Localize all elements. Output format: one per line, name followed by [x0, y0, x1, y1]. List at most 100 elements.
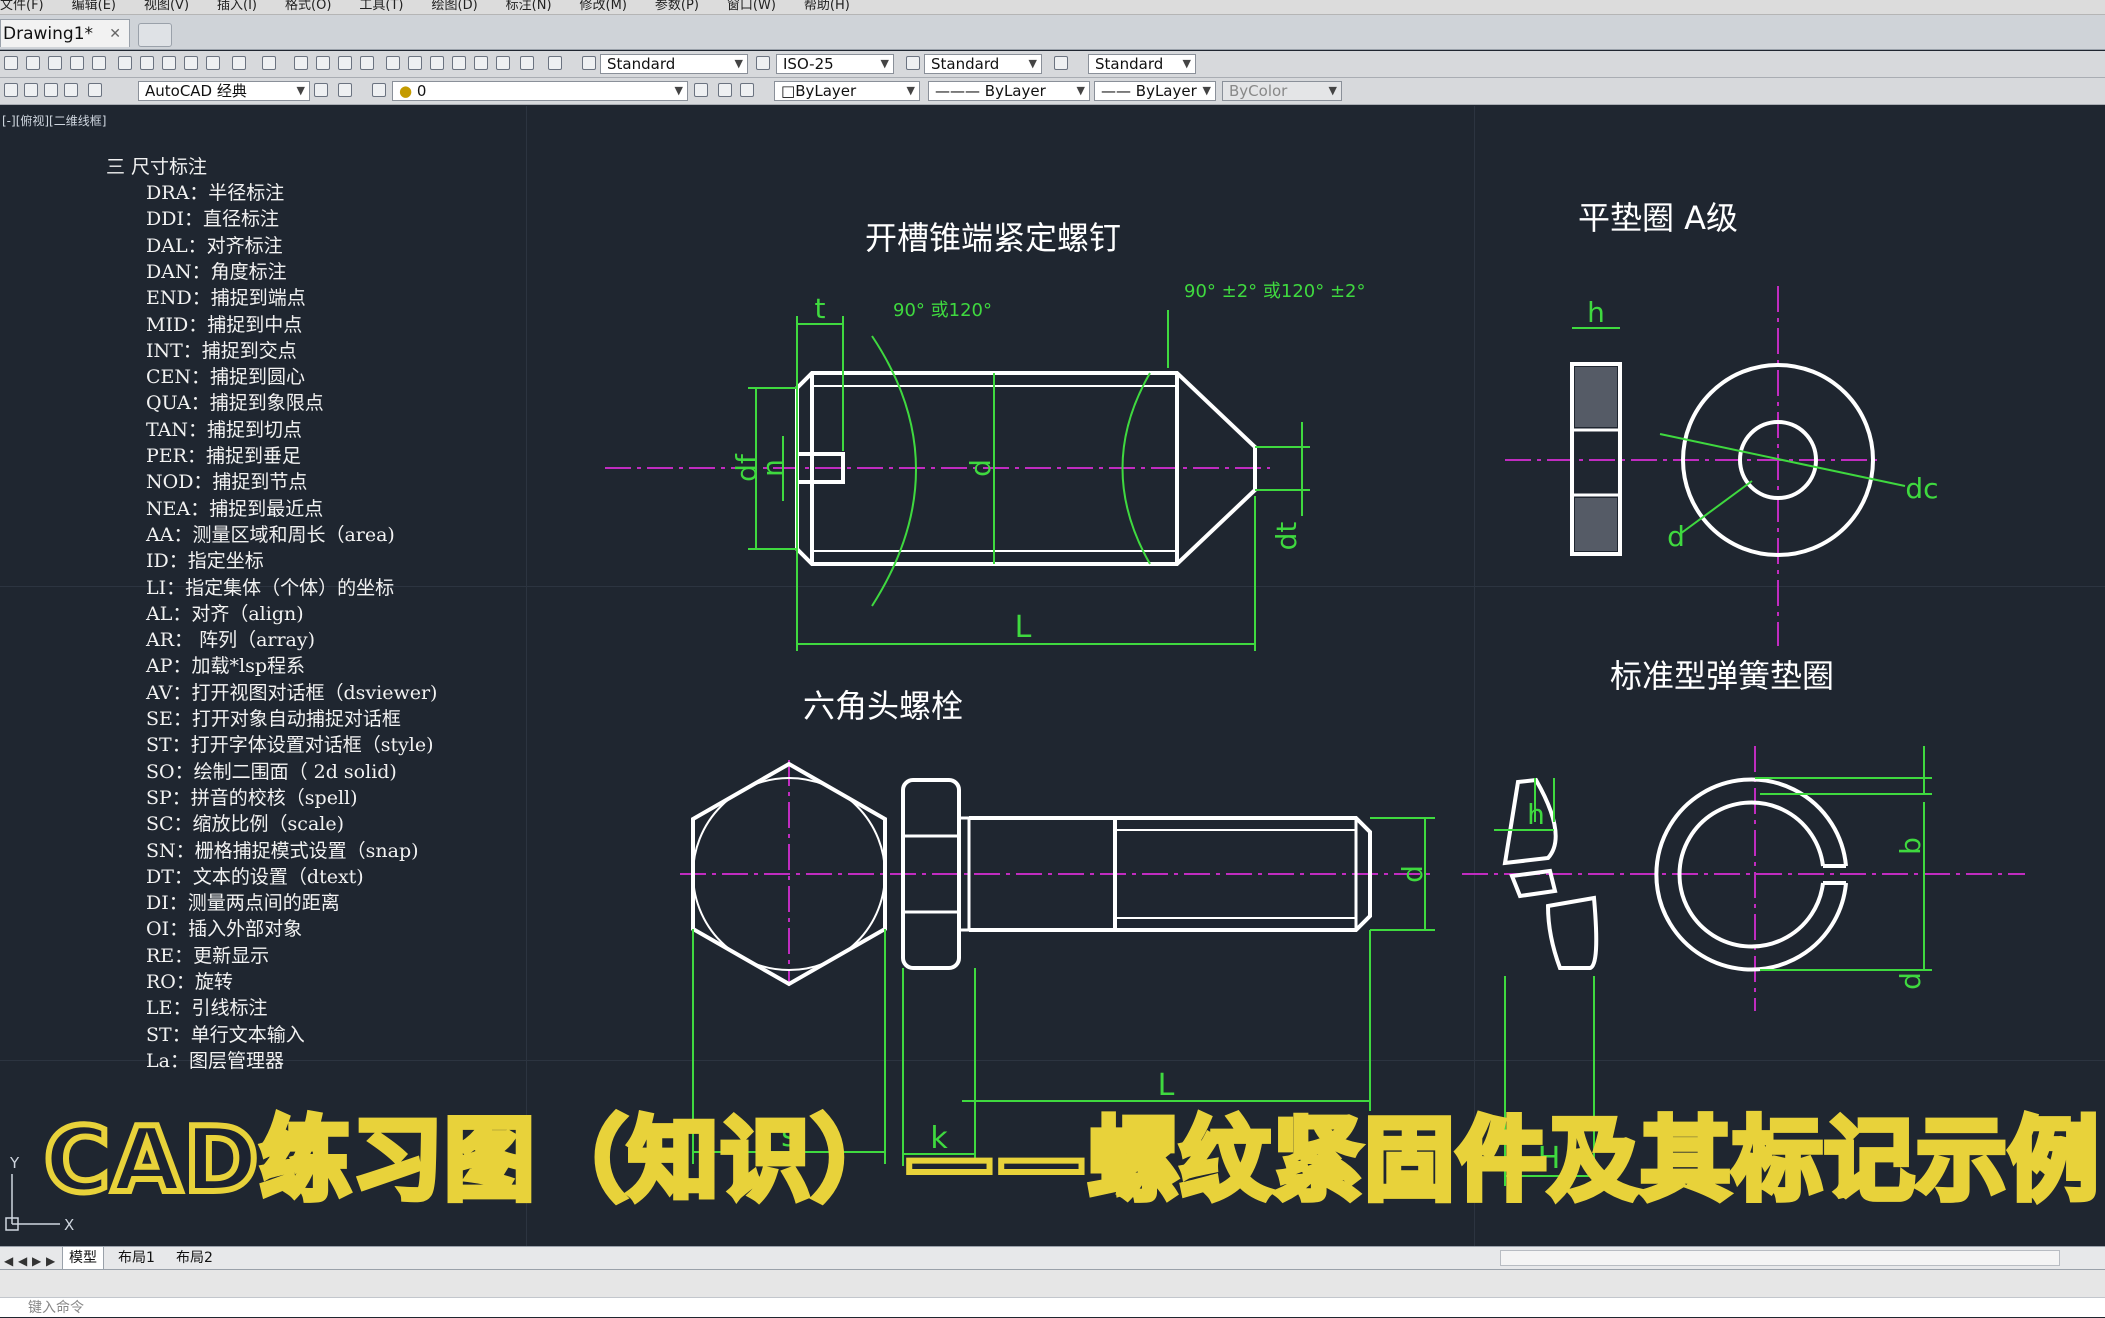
grid-line: [0, 1060, 2105, 1061]
angle-tolerance-label: 90° ±2° 或120° ±2°: [1184, 281, 1366, 302]
make-current-icon[interactable]: [694, 83, 708, 97]
text-style-select[interactable]: Standard▼: [600, 54, 748, 74]
layer-state-icon[interactable]: [740, 83, 754, 97]
horizontal-scrollbar[interactable]: [1500, 1250, 2060, 1266]
print-icon[interactable]: [26, 56, 40, 70]
list-item: CEN：捕捉到圆心: [146, 366, 306, 389]
ws-lock-icon[interactable]: [64, 83, 78, 97]
menu-window[interactable]: 窗口(W): [726, 0, 776, 13]
list-item: DI：测量两点间的距离: [146, 892, 340, 915]
last-tab-icon[interactable]: ▶: [46, 1254, 56, 1268]
drawing-viewport[interactable]: [-][俯视][二维线框] 三 尺寸标注 DRA：半径标注 DDI：直径标注 D…: [0, 106, 2105, 1246]
next-tab-icon[interactable]: ▶: [32, 1254, 42, 1268]
menu-insert[interactable]: 插入(I): [217, 0, 258, 13]
copy-icon[interactable]: [140, 56, 154, 70]
zoom-window-icon[interactable]: [338, 56, 352, 70]
properties-icon[interactable]: [386, 56, 400, 70]
list-item: NEA：捕捉到最近点: [146, 497, 324, 520]
undo-icon[interactable]: [232, 56, 246, 70]
list-item: NOD：捕捉到节点: [146, 471, 308, 494]
list-item: ST：打开字体设置对话框（style): [146, 734, 434, 757]
hatch-fill: [1575, 367, 1617, 427]
cut-icon[interactable]: [118, 56, 132, 70]
publish-icon[interactable]: [70, 56, 84, 70]
lineweight-select[interactable]: —— ByLayer▼: [1094, 81, 1216, 101]
text-style-icon[interactable]: [582, 56, 596, 70]
ucs-axes-icon: Y X: [5, 1154, 74, 1234]
customize-icon[interactable]: [338, 83, 352, 97]
rectangle-icon[interactable]: [520, 56, 534, 70]
workspace-select[interactable]: AutoCAD 经典▼: [138, 81, 310, 101]
prev-tab-icon[interactable]: ◀: [18, 1254, 28, 1268]
chamfer-circle: [692, 777, 886, 971]
cad-drawing-canvas[interactable]: 开槽锥端紧定螺钉 t 90° 或120° 90° ±2° 或120° ±2°: [0, 106, 2105, 1246]
table-style-icon[interactable]: [906, 56, 920, 70]
calculator-icon[interactable]: [496, 56, 510, 70]
dim-style-icon[interactable]: [756, 56, 770, 70]
close-icon[interactable]: ✕: [109, 26, 121, 42]
hex-bolt-drawing: 六角头螺栓 s k: [680, 687, 1435, 1166]
spring-washer-outer-arc: [1654, 777, 1848, 972]
workspace-icon[interactable]: [4, 83, 18, 97]
table-style-select[interactable]: Standard▼: [924, 54, 1042, 74]
layer-previous-icon[interactable]: [718, 83, 732, 97]
new-tab-button[interactable]: [138, 23, 172, 47]
hatch-fill: [1575, 498, 1617, 551]
pan-icon[interactable]: [294, 56, 308, 70]
match-properties-icon[interactable]: [206, 56, 220, 70]
layer-manager-icon[interactable]: [372, 83, 386, 97]
markup-icon[interactable]: [474, 56, 488, 70]
menu-draw[interactable]: 绘图(D): [431, 0, 478, 13]
dim-d-label: d: [1894, 972, 1927, 990]
dim-style-select[interactable]: ISO-25▼: [776, 54, 894, 74]
first-tab-icon[interactable]: ◀: [4, 1254, 14, 1268]
paste-icon[interactable]: [162, 56, 176, 70]
color-swatch-icon: □: [781, 82, 796, 100]
slot-outline: [797, 452, 845, 484]
linetype-select[interactable]: ——— ByLayer▼: [928, 81, 1090, 101]
dim-L-label: L: [1015, 610, 1032, 645]
tab-drawing1[interactable]: Drawing1*✕: [0, 19, 130, 47]
viewport-controls-label[interactable]: [-][俯视][二维线框]: [2, 114, 107, 128]
gear-icon[interactable]: [314, 83, 328, 97]
design-center-icon[interactable]: [408, 56, 422, 70]
save-icon[interactable]: [4, 56, 18, 70]
menu-parametric[interactable]: 参数(P): [654, 0, 699, 13]
sheet-set-icon[interactable]: [452, 56, 466, 70]
dim-line-dc: [1659, 433, 1906, 487]
list-item: AP：加载*lsp程系: [146, 655, 305, 678]
paste-block-icon[interactable]: [184, 56, 198, 70]
chevron-down-icon: ▼: [906, 84, 915, 97]
layer-select[interactable]: ● 0▼: [392, 81, 688, 101]
command-input[interactable]: 键入命令: [0, 1297, 2105, 1317]
menu-edit[interactable]: 编辑(E): [71, 0, 116, 13]
menu-help[interactable]: 帮助(H): [803, 0, 850, 13]
menu-dimension[interactable]: 标注(N): [505, 0, 552, 13]
ws-settings-icon[interactable]: [44, 83, 58, 97]
mleader-style-icon[interactable]: [1054, 56, 1068, 70]
tab-layout1[interactable]: 布局1: [118, 1250, 155, 1266]
menu-view[interactable]: 视图(V): [143, 0, 190, 13]
menu-modify[interactable]: 修改(M): [579, 0, 627, 13]
3d-publish-icon[interactable]: [92, 56, 106, 70]
mleader-style-select[interactable]: Standard▼: [1088, 54, 1196, 74]
redo-icon[interactable]: [262, 56, 276, 70]
preview-icon[interactable]: [48, 56, 62, 70]
tab-model[interactable]: 模型: [62, 1247, 104, 1269]
tool-palettes-icon[interactable]: [430, 56, 444, 70]
ws-custom-icon[interactable]: [88, 83, 102, 97]
dim-df-label: df: [730, 453, 763, 482]
menu-format[interactable]: 格式(O): [285, 0, 332, 13]
menu-tools[interactable]: 工具(T): [359, 0, 404, 13]
tab-layout2[interactable]: 布局2: [176, 1250, 213, 1266]
menu-file[interactable]: 文件(F): [0, 0, 44, 13]
line-sample-icon: ——: [1101, 82, 1136, 100]
grid-line: [0, 586, 2105, 587]
help-icon[interactable]: [548, 56, 562, 70]
list-item: DAN：角度标注: [146, 260, 287, 283]
zoom-realtime-icon[interactable]: [316, 56, 330, 70]
color-select[interactable]: □ByLayer▼: [774, 81, 920, 101]
list-item: ST：单行文本输入: [146, 1023, 305, 1046]
zoom-previous-icon[interactable]: [360, 56, 374, 70]
save-workspace-icon[interactable]: [24, 83, 38, 97]
